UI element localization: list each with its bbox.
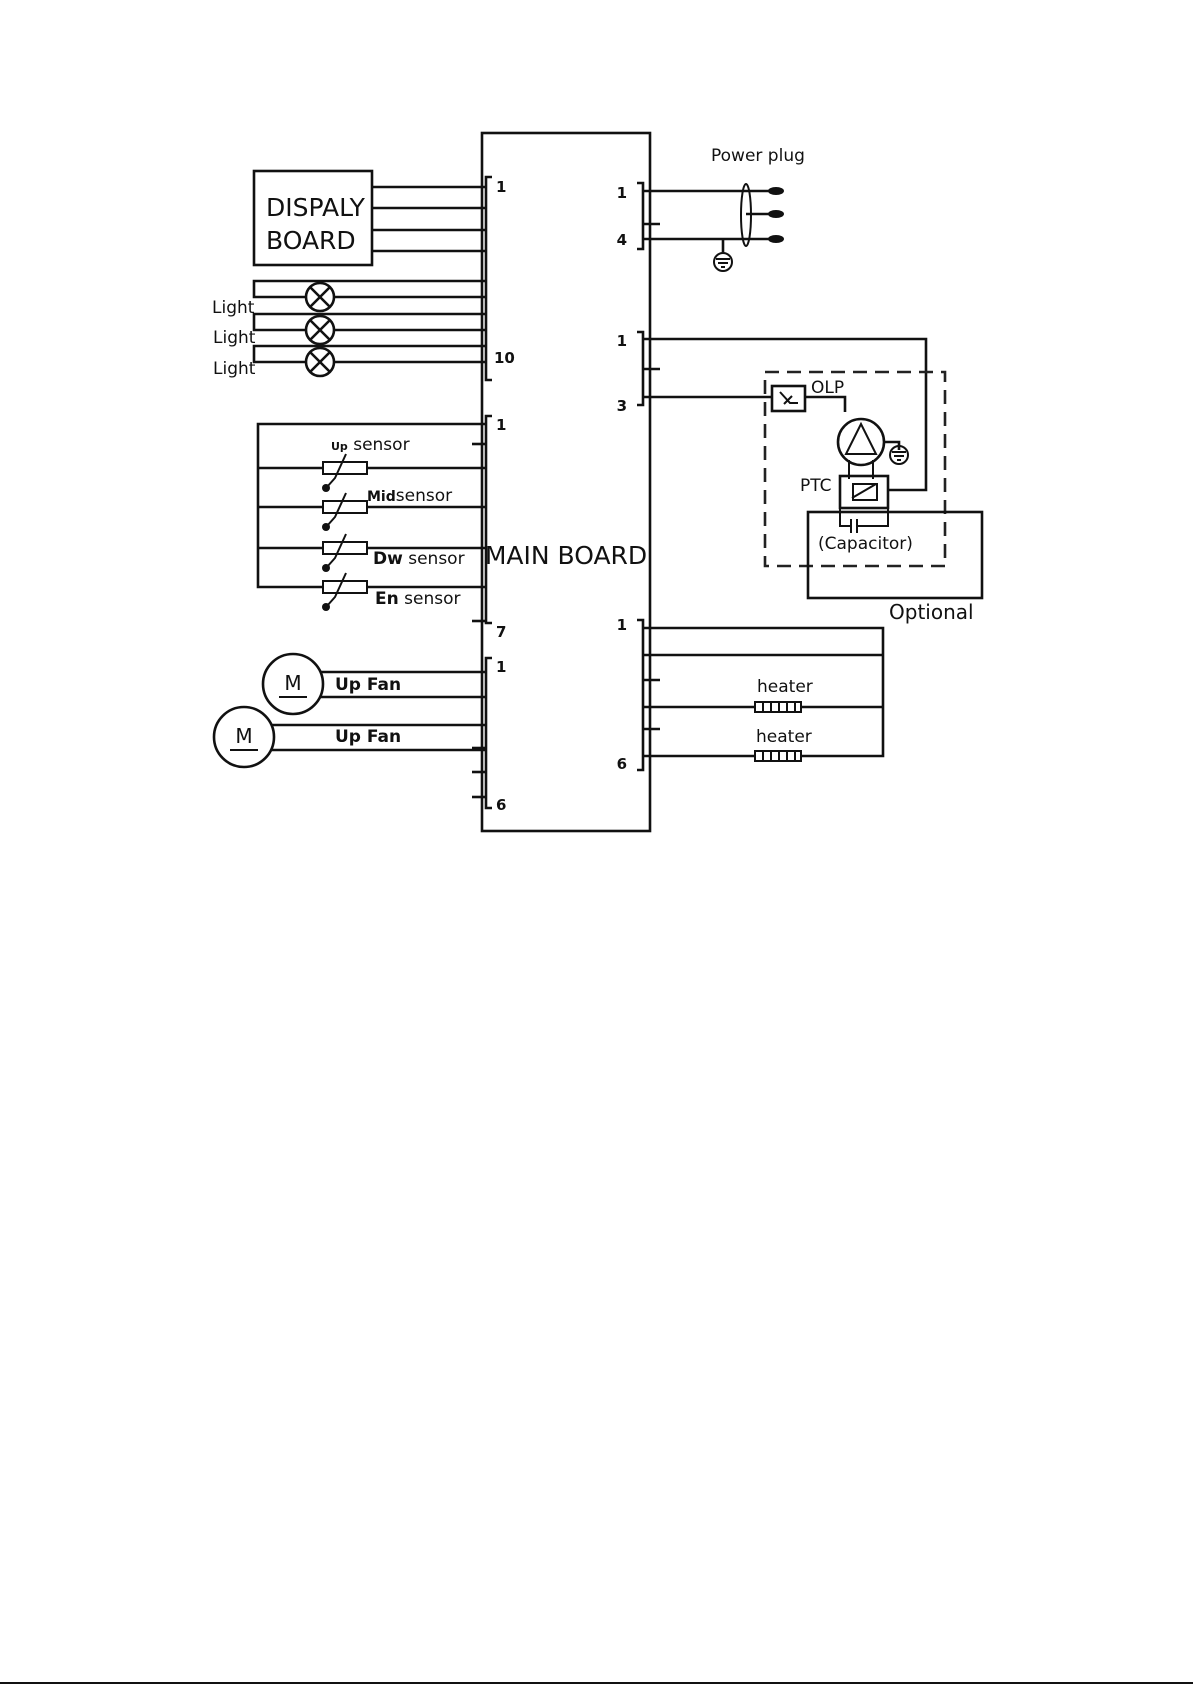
thermistor-icon	[322, 493, 367, 531]
pin-label: 10	[494, 349, 515, 367]
heater-icon	[755, 751, 801, 761]
optional-label: Optional	[889, 600, 974, 624]
thermistor-icon	[322, 454, 367, 492]
page-bottom-rule	[0, 1682, 1193, 1684]
pin-label: 1	[617, 184, 627, 202]
pin-label: 3	[617, 397, 627, 415]
fan-label: Up Fan	[335, 727, 401, 747]
sensor-label: Up sensor	[331, 435, 410, 455]
heater-label: heater	[757, 677, 813, 697]
light-label: Light	[212, 298, 255, 318]
capacitor-label: (Capacitor)	[818, 534, 913, 554]
pin-label: 1	[496, 178, 506, 196]
pin-label: 1	[617, 616, 627, 634]
lamp-icon	[306, 283, 334, 311]
svg-text:M: M	[235, 724, 252, 748]
pin-label: 6	[617, 755, 627, 773]
pin-label: 7	[496, 623, 506, 641]
ptc-label: PTC	[800, 476, 832, 496]
light-label: Light	[213, 359, 256, 379]
sensors-group: Up sensor Midsensor Dw sensor En sensor	[258, 424, 486, 611]
power-plug: Power plug	[643, 146, 805, 271]
power-plug-label: Power plug	[711, 146, 805, 166]
display-board-label-line1: DISPALY	[266, 193, 366, 222]
ptc-icon	[840, 476, 888, 508]
connector-right-3: 1 6	[617, 616, 660, 773]
connector-right-2: 1 3	[617, 332, 660, 415]
display-board-label-line2: BOARD	[266, 226, 356, 255]
olp-icon	[772, 386, 805, 411]
heater-label: heater	[756, 727, 812, 747]
thermistor-icon	[322, 573, 367, 611]
connector-left-1: 1 10	[486, 177, 515, 380]
heaters-group: heater heater	[643, 628, 883, 761]
pin-label: 1	[496, 658, 506, 676]
compressor-icon	[838, 419, 884, 465]
fan-label: Up Fan	[335, 675, 401, 695]
heater-icon	[755, 702, 801, 712]
display-board: DISPALY BOARD	[254, 171, 486, 265]
motor-icon: M	[214, 707, 274, 767]
plug-pin-icon	[768, 187, 784, 243]
ground-icon	[714, 253, 732, 271]
pin-label: 1	[617, 332, 627, 350]
lights-group: Light Light Light	[212, 281, 486, 379]
pin-label: 6	[496, 796, 506, 814]
sensor-label: Midsensor	[367, 486, 452, 506]
fans-group: M Up Fan M Up Fan	[214, 654, 486, 767]
compressor-circuit: OLP PTC (Capacito	[643, 339, 982, 624]
main-board-label: MAIN BOARD	[485, 541, 647, 570]
light-label: Light	[213, 328, 256, 348]
lamp-icon	[306, 316, 334, 344]
olp-label: OLP	[811, 378, 844, 398]
lamp-icon	[306, 348, 334, 376]
connector-left-2: 1 7	[472, 416, 506, 641]
sensor-label: En sensor	[375, 589, 460, 609]
thermistor-icon	[322, 534, 367, 572]
pin-label: 4	[617, 231, 627, 249]
connector-left-3: 1 6	[472, 658, 506, 814]
pin-label: 1	[496, 416, 506, 434]
motor-icon: M	[263, 654, 323, 714]
sensor-label: Dw sensor	[373, 549, 465, 569]
svg-text:M: M	[284, 671, 301, 695]
